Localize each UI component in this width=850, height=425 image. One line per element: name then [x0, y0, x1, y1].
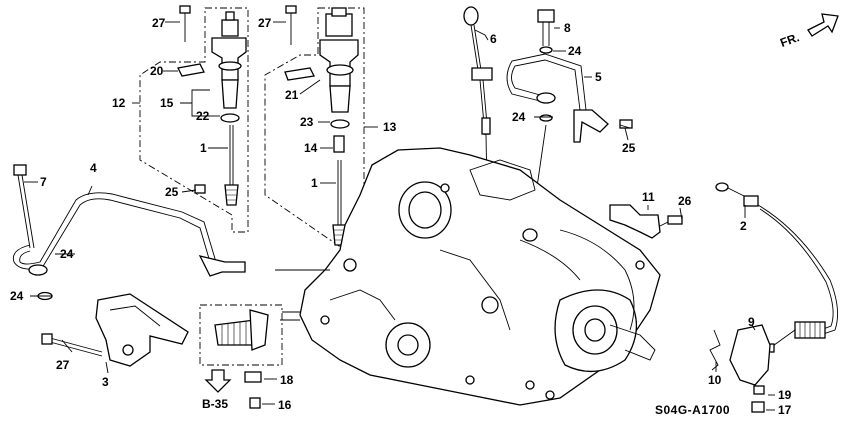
dipstick [463, 6, 493, 311]
callout-3: 3 [102, 375, 109, 389]
callout-9: 9 [748, 315, 755, 329]
callout-1-center: 1 [311, 176, 318, 190]
callout-24-left: 24 [60, 247, 74, 261]
callout-13: 13 [383, 120, 397, 134]
transmission-case [299, 147, 661, 406]
callout-10: 10 [708, 373, 722, 387]
callout-22: 22 [196, 109, 210, 123]
callout-24-top: 24 [568, 44, 582, 58]
callout-4: 4 [90, 161, 97, 175]
callout-16: 16 [278, 398, 292, 412]
shift-lever-assembly [214, 309, 300, 409]
callout-27-left: 27 [152, 16, 166, 30]
oil-pipe-right [506, 9, 633, 236]
callout-8: 8 [564, 21, 571, 35]
callout-25-left: 25 [165, 185, 179, 199]
callout-25-right: 25 [622, 141, 636, 155]
front-direction-label: FR. [778, 30, 801, 50]
callout-23: 23 [300, 115, 314, 129]
callout-5: 5 [595, 70, 602, 84]
callout-21: 21 [285, 88, 299, 102]
callout-27-center: 27 [258, 16, 272, 30]
group-18-outline [199, 304, 283, 366]
callout-24-mid: 24 [512, 110, 526, 124]
bracket [41, 293, 189, 367]
oil-pipe-left [12, 164, 246, 301]
callout-17: 17 [778, 403, 792, 417]
callout-14: 14 [304, 141, 318, 155]
callout-20: 20 [150, 64, 164, 78]
callout-15: 15 [160, 96, 174, 110]
callout-1-left: 1 [200, 141, 207, 155]
callout-labels: 27 27 27 20 12 15 22 1 1 21 23 13 14 6 8… [10, 16, 792, 417]
diagram-code: S04G-A1700 [655, 403, 730, 417]
callout-2: 2 [740, 219, 747, 233]
callout-24-bottom: 24 [10, 289, 24, 303]
callout-b35: B-35 [202, 397, 228, 411]
group-13-outline [264, 7, 365, 276]
leader-lines [24, 21, 775, 411]
callout-12: 12 [112, 96, 126, 110]
speed-sensor-assembly-center [284, 5, 359, 246]
callout-7: 7 [40, 175, 47, 189]
group-12-outline [139, 7, 249, 233]
b35-reference-arrow [204, 369, 232, 393]
callout-11: 11 [642, 190, 655, 204]
front-direction-arrow [807, 13, 839, 37]
callout-19: 19 [778, 388, 792, 402]
callout-26: 26 [678, 194, 692, 208]
callout-18: 18 [280, 373, 294, 387]
callout-27-bottom: 27 [56, 358, 70, 372]
speed-sensor-assembly-left [177, 5, 247, 206]
callout-6: 6 [490, 32, 497, 46]
shift-cable [715, 182, 839, 353]
bracket-11 [609, 204, 683, 239]
cover-assembly [709, 324, 771, 413]
